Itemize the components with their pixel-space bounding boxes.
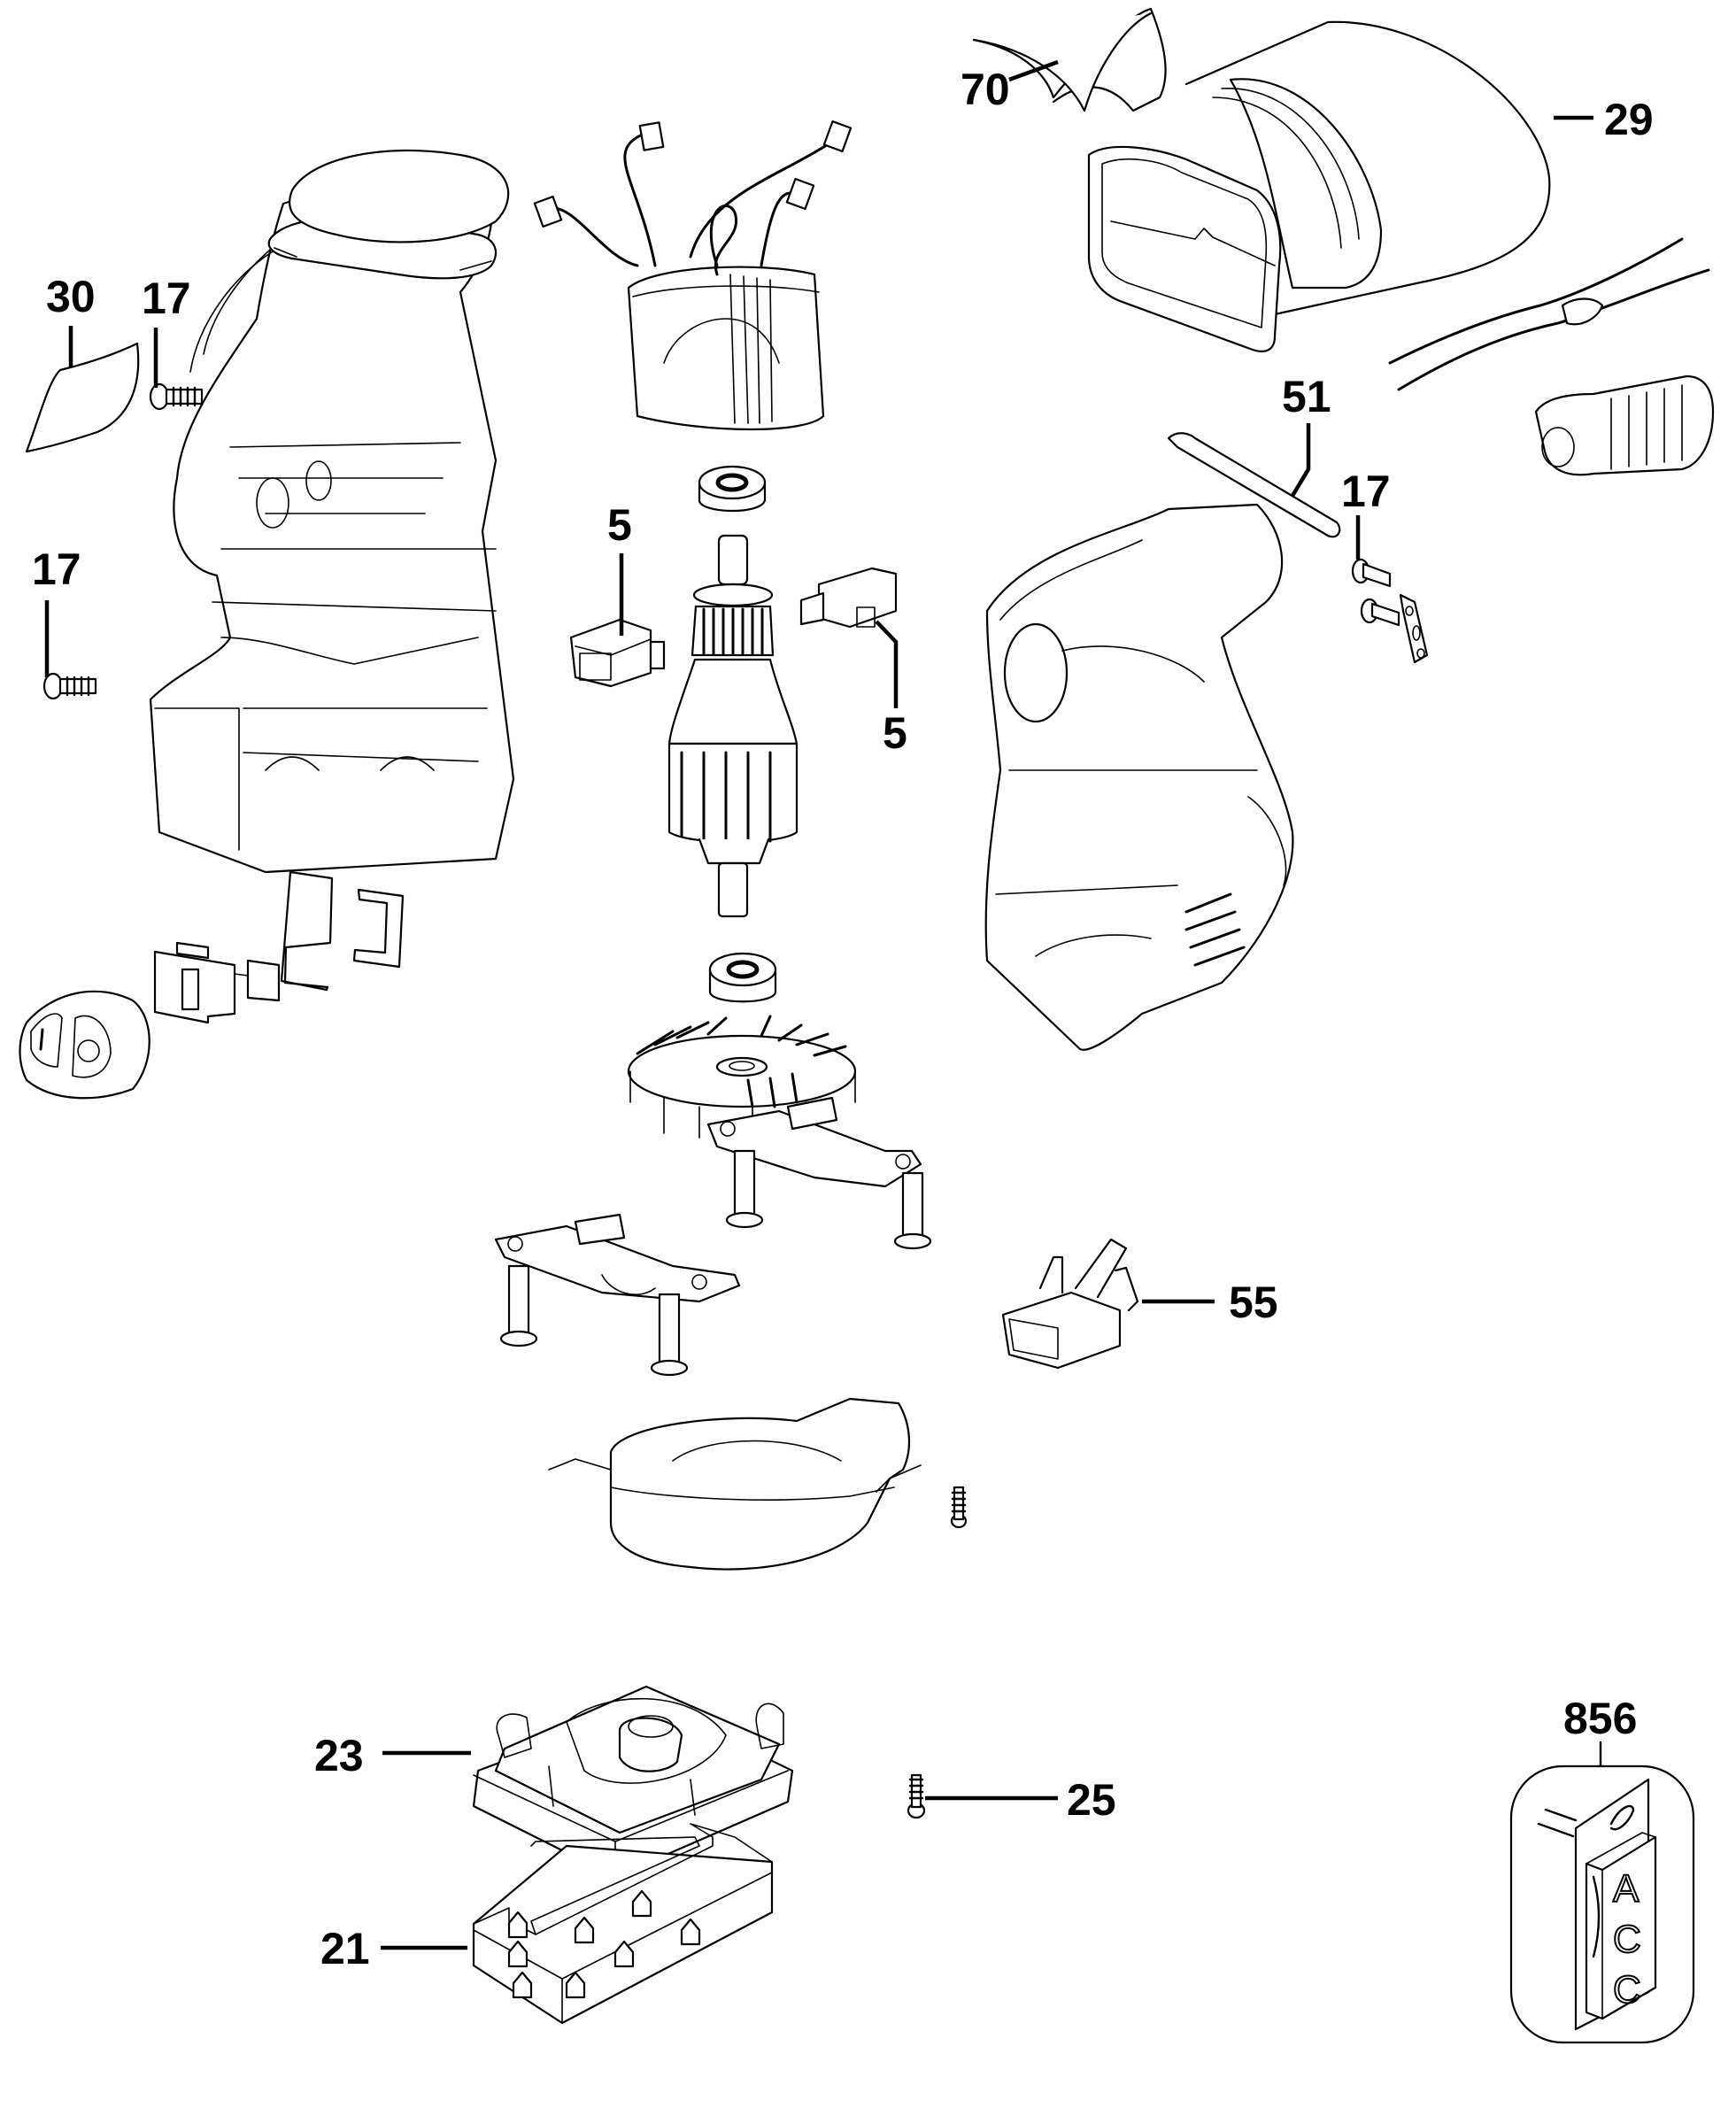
tag-letter-c1: C bbox=[1613, 1918, 1641, 1961]
switch-actuator bbox=[153, 941, 281, 1024]
part-25-screw bbox=[907, 1773, 926, 1819]
leader-51 bbox=[1291, 423, 1311, 498]
callout-23: 23 bbox=[314, 1731, 364, 1780]
callout-17b: 17 bbox=[32, 544, 81, 594]
callout-17c: 17 bbox=[1341, 467, 1391, 516]
callout-51: 51 bbox=[1282, 372, 1331, 421]
switch-brackets bbox=[280, 870, 405, 992]
callout-29: 29 bbox=[1604, 95, 1654, 144]
power-cord bbox=[1388, 237, 1710, 391]
callout-856: 856 bbox=[1563, 1694, 1637, 1743]
switch-button bbox=[19, 990, 150, 1100]
leader-70 bbox=[1008, 59, 1059, 82]
lower-counterweight-bracket bbox=[494, 1213, 741, 1377]
part-17-screw-a bbox=[149, 382, 204, 411]
field-stator bbox=[533, 120, 853, 431]
tag-letter-a: A bbox=[1613, 1867, 1640, 1911]
armature bbox=[667, 534, 799, 918]
part-17-screw-b bbox=[42, 672, 97, 700]
part-21-base-pad bbox=[472, 1823, 774, 2025]
part-51-rod bbox=[1167, 432, 1341, 538]
callout-21: 21 bbox=[320, 1924, 370, 1973]
part-856-accessory-tag: A C C bbox=[1509, 1764, 1695, 2044]
pad-pins bbox=[507, 1889, 701, 1999]
part-30-label bbox=[25, 342, 140, 453]
part-70-label-film bbox=[972, 7, 1167, 112]
leader-5b bbox=[875, 620, 899, 708]
callout-30: 30 bbox=[46, 272, 96, 321]
callout-55: 55 bbox=[1229, 1278, 1278, 1327]
part-17-screws-and-clamp bbox=[1351, 558, 1429, 664]
callout-25: 25 bbox=[1067, 1775, 1116, 1825]
top-cap bbox=[267, 149, 510, 280]
fan-baffle bbox=[548, 1397, 922, 1571]
part-5-brush-holder-left bbox=[569, 618, 666, 688]
callout-5a: 5 bbox=[607, 500, 632, 550]
part-5-brush-holder-right bbox=[799, 567, 898, 629]
upper-bearing bbox=[698, 465, 767, 513]
baffle-screw bbox=[950, 1486, 968, 1529]
right-housing-half bbox=[984, 503, 1294, 1051]
fan bbox=[627, 1015, 857, 1139]
upper-counterweight-bracket bbox=[706, 1096, 932, 1250]
tag-letter-c2: C bbox=[1613, 1968, 1641, 2011]
cord-strain-relief bbox=[1534, 374, 1715, 476]
part-55-dust-spout bbox=[1001, 1238, 1139, 1370]
lower-bearing bbox=[708, 952, 777, 1003]
part-29-housing-cover bbox=[1087, 20, 1551, 352]
callout-70: 70 bbox=[961, 65, 1010, 114]
callout-5b: 5 bbox=[883, 708, 907, 758]
callout-17a: 17 bbox=[142, 274, 191, 323]
left-housing-half bbox=[149, 180, 515, 874]
part-23-platen bbox=[472, 1685, 794, 1879]
